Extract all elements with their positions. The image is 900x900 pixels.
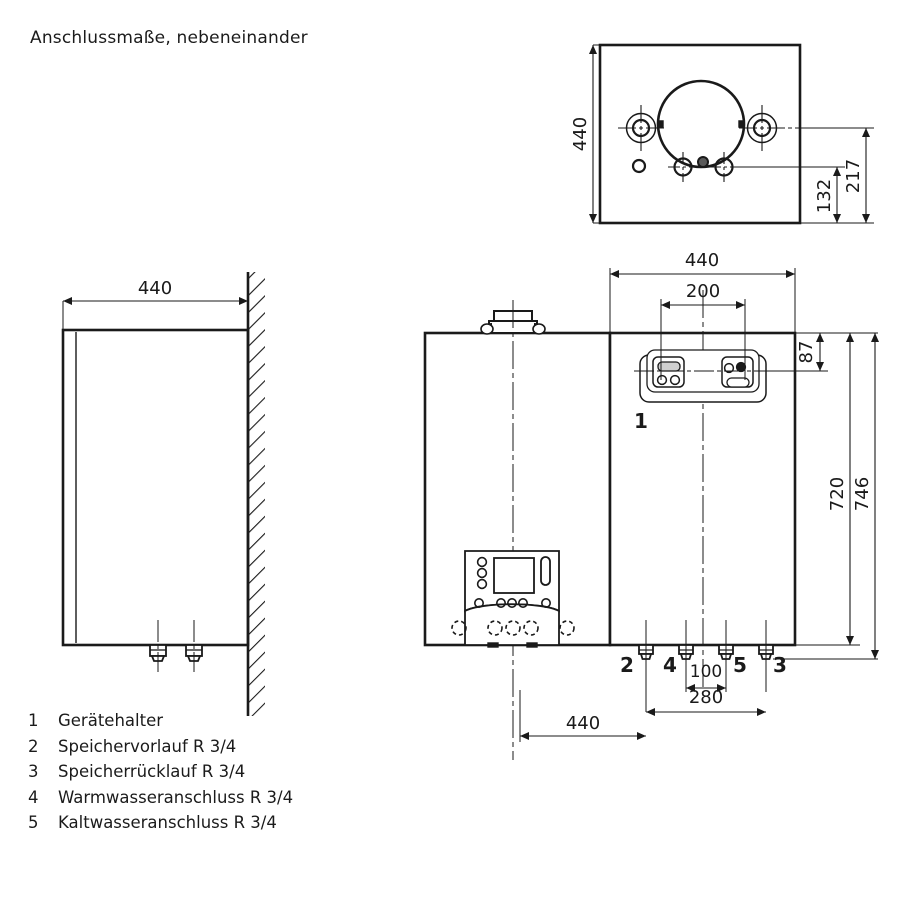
legend-item-1: 1 Gerätehalter [28, 708, 293, 734]
legend-number-3: 3 [28, 762, 39, 781]
dimension-label-top-132: 132 [814, 179, 835, 213]
dimension-front-440-offset [519, 690, 646, 742]
front-view-device-bracket [634, 349, 772, 403]
connection-stub-2 [638, 620, 654, 712]
top-view-lower-hole-left [668, 152, 698, 182]
top-view-fixing-hole-right [739, 105, 800, 151]
top-view-small-hole [631, 158, 647, 174]
top-view-fixing-hole-left [618, 105, 664, 151]
dimension-label-front-720: 720 [827, 477, 848, 511]
side-view-body-outline [61, 328, 250, 647]
legend-label-3: Speicherrücklauf R 3/4 [58, 762, 246, 781]
dimension-label-front-280: 280 [689, 687, 723, 708]
callout-number-2: 2 [620, 653, 634, 677]
legend-label-1: Gerätehalter [58, 711, 164, 730]
legend-number-5: 5 [28, 813, 39, 832]
legend-item-4: 4 Warmwasseranschluss R 3/4 [28, 785, 293, 811]
dimension-label-front-100: 100 [690, 662, 722, 682]
front-view-control-panel [464, 550, 560, 646]
callout-number-5: 5 [733, 653, 747, 677]
dimension-label-front-440-offset: 440 [566, 713, 600, 734]
control-panel-display [493, 557, 535, 594]
front-view-connection-stubs [638, 620, 774, 712]
dimension-front-200 [660, 299, 746, 380]
top-view-tab-right [738, 120, 744, 128]
callout-number-3: 3 [773, 653, 787, 677]
legend-item-2: 2 Speichervorlauf R 3/4 [28, 734, 293, 760]
legend-list: 1 Gerätehalter 2 Speichervorlauf R 3/4 3… [28, 708, 293, 836]
connection-stub-4 [678, 620, 694, 692]
dimension-top-440 [589, 44, 604, 224]
side-view-group [61, 272, 265, 716]
dimension-label-top-217: 217 [843, 159, 864, 193]
top-view-lower-hole-right [709, 152, 739, 182]
top-view-tab-left [658, 120, 664, 128]
legend-label-2: Speichervorlauf R 3/4 [58, 736, 237, 756]
legend-number-1: 1 [28, 711, 39, 730]
dimension-side-440 [62, 297, 248, 334]
legend-item-5: 5 Kaltwasseranschluss R 3/4 [28, 810, 293, 836]
dimension-label-front-87: 87 [796, 341, 817, 364]
page-title: Anschlussmaße, nebeneinander [30, 28, 308, 48]
dimension-label-front-746: 746 [852, 477, 873, 511]
callout-number-4: 4 [663, 653, 677, 677]
connection-stub-5 [718, 620, 734, 692]
dimension-label-top-440: 440 [570, 117, 591, 151]
legend-item-3: 3 Speicherrücklauf R 3/4 [28, 759, 293, 785]
legend-number-4: 4 [28, 787, 39, 807]
dimension-front-440-width [609, 268, 796, 336]
dimension-label-side-440: 440 [138, 278, 172, 299]
legend-label-4: Warmwasseranschluss R 3/4 [58, 787, 294, 807]
dimension-label-front-440-width: 440 [685, 250, 719, 271]
top-view-plate-outline [598, 43, 802, 225]
dimension-label-front-200: 200 [686, 281, 720, 302]
control-panel-slot [540, 556, 551, 586]
front-view-foot-right [526, 642, 538, 648]
side-view-wall-hatch [248, 272, 265, 716]
legend-label-5: Kaltwasseranschluss R 3/4 [58, 813, 277, 832]
connection-stub-3 [758, 620, 774, 692]
side-view-connection-stubs [149, 620, 203, 672]
top-view-group [589, 43, 874, 225]
callout-number-1: 1 [634, 409, 648, 433]
front-view-group [423, 268, 879, 760]
front-view-cover-screws [451, 620, 575, 636]
legend-number-2: 2 [28, 736, 39, 756]
front-view-foot-left [487, 642, 499, 648]
top-view-centre-stud [697, 156, 709, 168]
